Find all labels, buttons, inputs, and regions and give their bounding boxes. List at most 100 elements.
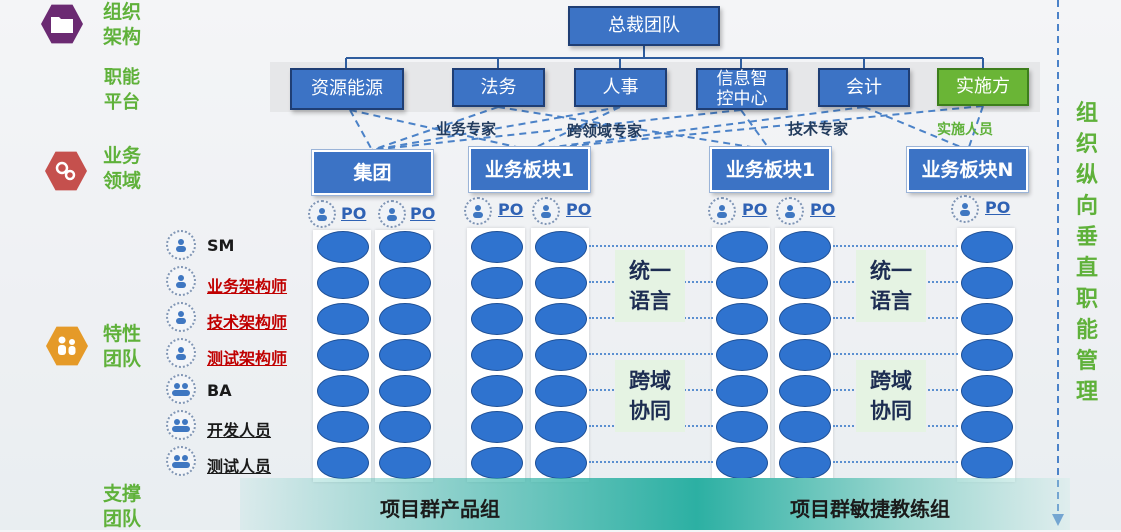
member-ellipse [961, 339, 1013, 371]
concept-collab-2: 协同 [629, 399, 671, 423]
po-label: PO [410, 204, 436, 223]
member-ellipse [317, 447, 369, 479]
label-support: 支撑 团队 [94, 482, 150, 532]
member-ellipse [535, 411, 587, 443]
vertical-label-char: 织 [1075, 132, 1098, 157]
member-ellipse [961, 267, 1013, 299]
member-ellipse [317, 339, 369, 371]
label-domain-1: 业务 [102, 145, 141, 167]
label-support-1: 支撑 [102, 483, 141, 505]
group-icon [166, 410, 196, 440]
role-ba: BA [207, 381, 232, 400]
member-ellipse [961, 411, 1013, 443]
vertical-label-char: 管 [1075, 349, 1098, 374]
role-business-architect: 业务架构师 [207, 277, 288, 296]
member-ellipse [317, 411, 369, 443]
member-ellipse [779, 375, 831, 407]
member-ellipse [716, 375, 768, 407]
platform-box-legal: 法务 [452, 68, 545, 107]
row-connector [589, 461, 713, 463]
concept-unify-1: 统一 [629, 259, 671, 283]
po-person-icon [378, 200, 406, 228]
platform-box-resources: 资源能源 [290, 68, 404, 110]
person-icon [166, 266, 196, 296]
vertical-label-char: 直 [1075, 256, 1098, 281]
member-ellipse [535, 267, 587, 299]
group-icon [166, 446, 196, 476]
vertical-label-char: 组 [1075, 101, 1098, 126]
vertical-label-char: 纵 [1075, 163, 1098, 188]
folder-icon [51, 17, 73, 33]
member-ellipse [779, 411, 831, 443]
member-ellipse [471, 303, 523, 335]
member-ellipse [379, 267, 431, 299]
role-testers: 测试人员 [207, 457, 272, 476]
concept-cross-domain: 跨域协同 [615, 360, 685, 432]
platform-box-info-center: 信息智 控中心 [696, 68, 788, 110]
label-tech-expert: 技术专家 [788, 120, 849, 138]
po-person-icon [708, 197, 736, 225]
gears-icon [55, 161, 76, 181]
concept-collab-2: 协同 [870, 399, 912, 423]
group-icon [166, 374, 196, 404]
label-org-2: 架构 [102, 26, 141, 48]
ceo-team-box: 总裁团队 [568, 6, 720, 46]
member-ellipse [961, 231, 1013, 263]
vertical-management-label: 组织纵向垂直职能管理 [1072, 98, 1102, 408]
member-ellipse [471, 231, 523, 263]
role-developers: 开发人员 [207, 421, 272, 440]
po-person-icon [951, 195, 979, 223]
member-ellipse [471, 375, 523, 407]
po-label: PO [341, 204, 367, 223]
people-icon [58, 336, 76, 355]
member-ellipse [961, 303, 1013, 335]
member-ellipse [379, 411, 431, 443]
member-ellipse [535, 447, 587, 479]
vertical-label-char: 职 [1075, 287, 1098, 312]
platform-box-accounting: 会计 [818, 68, 910, 107]
member-ellipse [779, 267, 831, 299]
member-ellipse [779, 339, 831, 371]
domain-box-segment-n: 业务板块N [906, 146, 1029, 193]
row-connector [833, 353, 958, 355]
person-icon [166, 338, 196, 368]
vertical-label-char: 垂 [1075, 225, 1098, 250]
po-label: PO [742, 200, 768, 219]
concept-unify-language: 统一语言 [615, 250, 685, 322]
concept-cross-domain: 跨域协同 [856, 360, 926, 432]
label-org-1: 组织 [102, 1, 141, 23]
label-cross-domain-expert: 跨领域专家 [567, 122, 643, 140]
label-feature-1: 特性 [102, 323, 141, 345]
member-ellipse [716, 303, 768, 335]
concept-unify-language: 统一语言 [856, 250, 926, 322]
label-platform: 职能 平台 [94, 65, 150, 115]
concept-unify-2: 语言 [629, 289, 671, 313]
member-ellipse [471, 411, 523, 443]
member-ellipse [317, 303, 369, 335]
member-ellipse [961, 447, 1013, 479]
label-business-expert: 业务专家 [436, 120, 497, 138]
member-ellipse [471, 447, 523, 479]
row-connector [589, 353, 713, 355]
role-tech-architect: 技术架构师 [207, 313, 288, 332]
member-ellipse [716, 411, 768, 443]
label-support-2: 团队 [102, 508, 141, 530]
member-ellipse [379, 339, 431, 371]
label-platform-1: 职能 [104, 67, 140, 88]
member-ellipse [535, 375, 587, 407]
member-ellipse [317, 267, 369, 299]
member-ellipse [471, 267, 523, 299]
row-connector [589, 245, 713, 247]
member-ellipse [317, 375, 369, 407]
domain-box-segment-1b: 业务板块1 [709, 146, 832, 193]
concept-collab-1: 跨域 [629, 369, 671, 393]
po-label: PO [498, 200, 524, 219]
platform-box-hr: 人事 [574, 68, 667, 107]
member-ellipse [379, 303, 431, 335]
member-ellipse [716, 267, 768, 299]
program-product-group: 项目群产品组 [380, 497, 500, 521]
vertical-label-char: 理 [1075, 380, 1098, 405]
row-connector [833, 461, 958, 463]
label-implementation-staff: 实施人员 [937, 122, 993, 138]
label-feature: 特性 团队 [94, 322, 150, 372]
